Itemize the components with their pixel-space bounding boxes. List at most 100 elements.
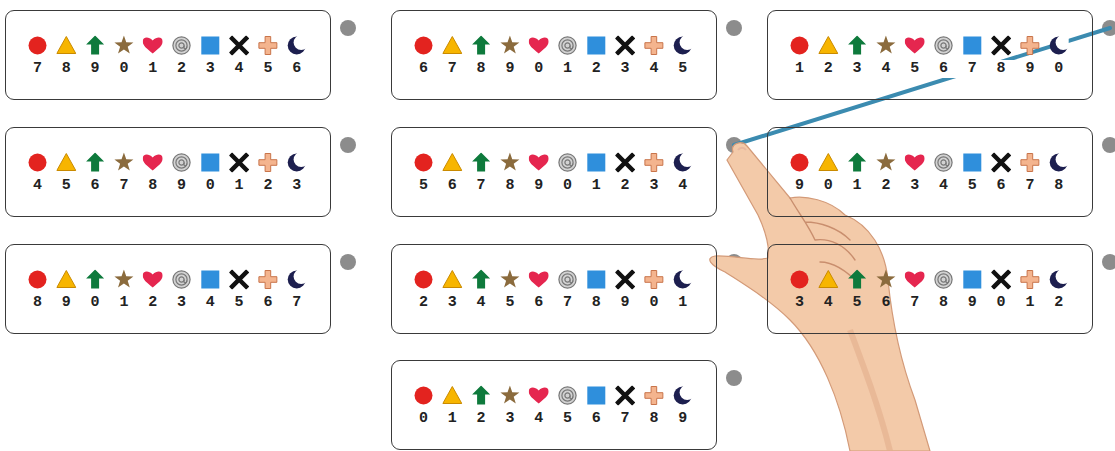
- moon-symbol: [674, 35, 695, 55]
- square-symbol: [201, 37, 219, 55]
- moon-symbol: [674, 269, 695, 289]
- digit-row: 1 2 3 4 5 6 7 8 9 0: [795, 60, 1069, 78]
- heart-symbol: [529, 38, 549, 54]
- digit-row: 4 5 6 7 8 9 0 1 2 3: [33, 177, 307, 195]
- digit-row: 5 6 7 8 9 0 1 2 3 4: [419, 177, 693, 195]
- triangle-symbol: [443, 271, 462, 288]
- square-symbol: [201, 271, 219, 289]
- square-symbol: [587, 387, 605, 405]
- cross-symbol: [994, 156, 1008, 170]
- star-symbol: [500, 36, 519, 54]
- triangle-symbol: [443, 154, 462, 171]
- arrow-symbol: [86, 153, 104, 172]
- arrow-symbol: [86, 36, 104, 55]
- cross-symbol: [994, 39, 1008, 53]
- selector-dot: [726, 20, 742, 36]
- digit-row: 0 1 2 3 4 5 6 7 8 9: [419, 410, 693, 428]
- square-symbol: [201, 154, 219, 172]
- spiral-symbol: [935, 271, 952, 288]
- digit-holder: 3 4 5 6 7 8 9 0 1 2: [768, 293, 1092, 312]
- spiral-symbol: [173, 154, 190, 171]
- triangle-symbol: [57, 271, 76, 288]
- digit-holder: 8 9 0 1 2 3 4 5 6 7: [6, 293, 330, 312]
- digit-holder: 9 0 1 2 3 4 5 6 7 8: [768, 176, 1092, 195]
- code-card: 7 8 9 0 1 2 3 4 5 6: [5, 10, 331, 100]
- digit-holder: 7 8 9 0 1 2 3 4 5 6: [6, 59, 330, 78]
- hand-shade: [850, 330, 890, 451]
- cross-symbol: [618, 39, 632, 53]
- triangle-symbol: [819, 271, 838, 288]
- digit-row: 6 7 8 9 0 1 2 3 4 5: [419, 60, 693, 78]
- digit-holder: 4 5 6 7 8 9 0 1 2 3: [6, 176, 330, 195]
- arrow-symbol: [86, 270, 104, 289]
- digit-row: 9 0 1 2 3 4 5 6 7 8: [795, 177, 1069, 195]
- heart-symbol: [905, 155, 925, 171]
- star-symbol: [876, 36, 895, 54]
- arrow-symbol: [472, 36, 490, 55]
- plus-symbol: [645, 154, 663, 172]
- digit-holder: 5 6 7 8 9 0 1 2 3 4: [392, 176, 716, 195]
- circle-symbol: [29, 154, 47, 172]
- selector-dot: [1102, 137, 1115, 153]
- square-symbol: [963, 271, 981, 289]
- spiral-symbol: [559, 37, 576, 54]
- arrow-symbol: [848, 36, 866, 55]
- triangle-symbol: [443, 387, 462, 404]
- moon-symbol: [1050, 152, 1071, 172]
- heart-symbol: [529, 388, 549, 404]
- heart-symbol: [529, 155, 549, 171]
- arrow-symbol: [848, 270, 866, 289]
- digit-holder: 0 1 2 3 4 5 6 7 8 9: [392, 409, 716, 428]
- selector-dot: [340, 137, 356, 153]
- digit-row: 8 9 0 1 2 3 4 5 6 7: [33, 294, 307, 312]
- moon-symbol: [288, 35, 309, 55]
- circle-symbol: [415, 271, 433, 289]
- cross-symbol: [618, 273, 632, 287]
- spiral-symbol: [559, 271, 576, 288]
- spiral-symbol: [173, 271, 190, 288]
- circle-symbol: [791, 271, 809, 289]
- circle-symbol: [415, 37, 433, 55]
- code-card: 8 9 0 1 2 3 4 5 6 7: [5, 244, 331, 334]
- selector-dot: [726, 370, 742, 386]
- cross-symbol: [994, 273, 1008, 287]
- moon-symbol: [1050, 269, 1071, 289]
- code-card: 6 7 8 9 0 1 2 3 4 5: [391, 10, 717, 100]
- star-symbol: [114, 36, 133, 54]
- cross-symbol: [232, 156, 246, 170]
- code-card: 5 6 7 8 9 0 1 2 3 4: [391, 127, 717, 217]
- selector-dot: [340, 254, 356, 270]
- selector-dot: [1102, 254, 1115, 270]
- star-symbol: [500, 153, 519, 171]
- arrow-symbol: [472, 386, 490, 405]
- code-card: 1 2 3 4 5 6 7 8 9 0: [767, 10, 1093, 100]
- spiral-symbol: [935, 37, 952, 54]
- arrow-symbol: [848, 153, 866, 172]
- arrow-symbol: [472, 153, 490, 172]
- circle-symbol: [415, 387, 433, 405]
- fingernail: [738, 148, 746, 150]
- circle-symbol: [791, 154, 809, 172]
- digit-holder: 1 2 3 4 5 6 7 8 9 0: [768, 59, 1092, 78]
- plus-symbol: [1021, 37, 1039, 55]
- digit-row: 2 3 4 5 6 7 8 9 0 1: [419, 294, 693, 312]
- circle-symbol: [415, 154, 433, 172]
- digit-holder: 2 3 4 5 6 7 8 9 0 1: [392, 293, 716, 312]
- spiral-symbol: [559, 154, 576, 171]
- square-symbol: [963, 154, 981, 172]
- cross-symbol: [232, 39, 246, 53]
- digit-holder: 6 7 8 9 0 1 2 3 4 5: [392, 59, 716, 78]
- moon-symbol: [674, 152, 695, 172]
- moon-symbol: [288, 152, 309, 172]
- code-card: 2 3 4 5 6 7 8 9 0 1: [391, 244, 717, 334]
- plus-symbol: [259, 271, 277, 289]
- star-symbol: [114, 153, 133, 171]
- plus-symbol: [259, 37, 277, 55]
- square-symbol: [587, 37, 605, 55]
- circle-symbol: [29, 271, 47, 289]
- square-symbol: [587, 154, 605, 172]
- digit-row: 7 8 9 0 1 2 3 4 5 6: [33, 60, 307, 78]
- circle-symbol: [29, 37, 47, 55]
- triangle-symbol: [57, 154, 76, 171]
